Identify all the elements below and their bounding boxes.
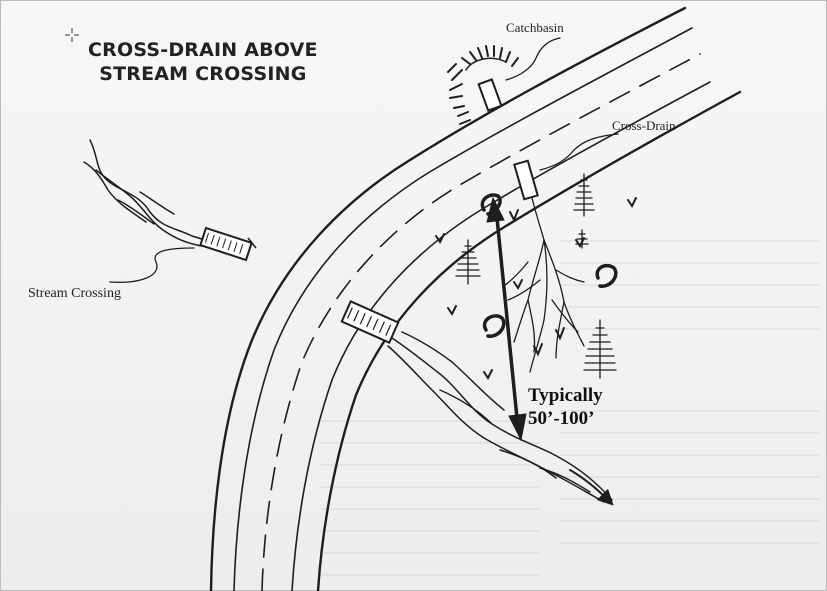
road-left-edge bbox=[209, 6, 687, 591]
grass-mark bbox=[509, 209, 519, 223]
catchbasin-label: Catchbasin bbox=[506, 20, 564, 35]
grass-mark bbox=[627, 197, 637, 208]
stream-outlet-culvert bbox=[340, 300, 400, 344]
grass-mark bbox=[435, 233, 445, 244]
shrub-icon bbox=[595, 263, 618, 288]
road-right-edge bbox=[316, 90, 742, 591]
stream-crossing-label: Stream Crossing bbox=[28, 286, 121, 301]
grass-mark bbox=[575, 237, 585, 248]
label-leaders bbox=[109, 37, 619, 283]
stream-flow-arrow bbox=[569, 469, 614, 506]
tree-icon bbox=[575, 229, 589, 249]
catchbasin-leader bbox=[505, 37, 561, 81]
outlet-pipe bbox=[340, 300, 400, 344]
catchbasin-inlet bbox=[477, 78, 503, 112]
shrub-icon bbox=[480, 193, 502, 216]
tree-icon bbox=[455, 239, 481, 285]
grass-mark bbox=[483, 369, 493, 380]
grass-mark bbox=[447, 305, 457, 316]
stream-crossing-culvert bbox=[199, 226, 257, 262]
grass-mark bbox=[513, 279, 523, 290]
tree-icon bbox=[583, 319, 617, 379]
crosshair-cursor-icon bbox=[65, 28, 79, 42]
distance-annotation: Typically 50’-100’ bbox=[528, 384, 603, 430]
road-center-line bbox=[261, 53, 701, 591]
distance-arrow-bottom-head bbox=[508, 413, 527, 442]
road-right-edge-inner bbox=[291, 81, 711, 591]
stream-crossing-leader bbox=[109, 247, 195, 283]
cross-drain-leader bbox=[539, 133, 619, 171]
distance-arrow-shaft bbox=[494, 207, 520, 429]
grass-mark bbox=[555, 327, 565, 341]
culvert-pipe bbox=[199, 226, 253, 262]
shrub-icon bbox=[482, 314, 506, 338]
road bbox=[209, 6, 742, 591]
cross-drain-pipe bbox=[513, 159, 539, 201]
diagram-title-line-1: CROSS-DRAIN ABOVE bbox=[88, 39, 318, 61]
catchbasin-structure bbox=[447, 45, 519, 125]
distance-annotation-line-1: Typically bbox=[528, 385, 603, 406]
cross-drain-outflow bbox=[503, 197, 585, 373]
diagram-title-line-2: STREAM CROSSING bbox=[99, 63, 307, 85]
road-left-edge-inner bbox=[233, 27, 693, 591]
lower-stream bbox=[387, 331, 614, 506]
upper-stream bbox=[83, 139, 206, 247]
cross-drain-label: Cross-Drain bbox=[612, 118, 676, 133]
distance-annotation-line-2: 50’-100’ bbox=[528, 408, 595, 429]
diagram-title: CROSS-DRAIN ABOVE STREAM CROSSING bbox=[88, 38, 318, 86]
grass-mark bbox=[533, 343, 543, 357]
cross-drain-structure bbox=[503, 159, 585, 373]
tree-icon bbox=[573, 173, 595, 217]
vegetation bbox=[435, 173, 637, 380]
